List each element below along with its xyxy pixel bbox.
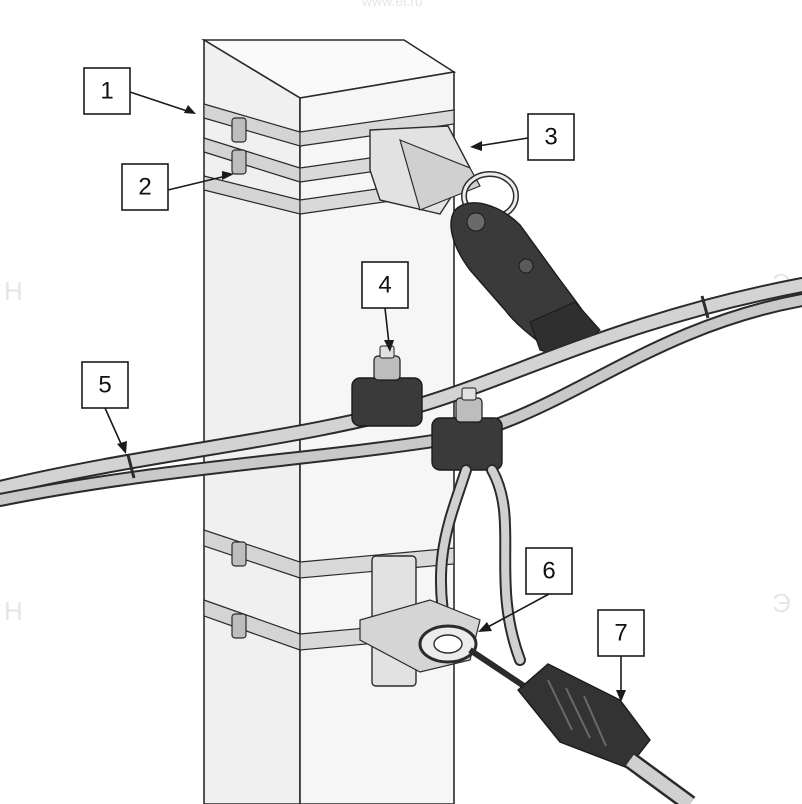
callout-4-arrowhead: [384, 340, 394, 352]
callout-5-box: [81, 361, 129, 409]
watermark-logo-right-lower: Э: [772, 588, 791, 618]
tension-strap: [468, 647, 532, 693]
callout-1: 1: [83, 67, 196, 115]
piercing-connector-upper: [351, 345, 423, 427]
connector-upper-nut: [379, 345, 395, 359]
band-buckle-upper: [231, 117, 247, 143]
band-buckle-middle: [231, 149, 247, 175]
tension-clamp: [517, 663, 696, 804]
tension-clamp-rib-2: [565, 687, 591, 739]
callout-6-label: 6: [542, 558, 555, 585]
callout-5-arrowhead: [117, 441, 127, 454]
band-buckle-lower1: [231, 541, 247, 567]
callout-2-box: [121, 163, 169, 211]
callout-6: 6: [478, 547, 573, 632]
callout-5-leader: [104, 407, 123, 447]
tension-clamp-body: [517, 663, 651, 769]
callout-2-leader: [167, 175, 227, 191]
connector-upper-body: [351, 377, 423, 427]
callout-3-label: 3: [544, 124, 557, 151]
callout-1-arrowhead: [184, 105, 196, 114]
callout-5: 5: [81, 361, 129, 454]
callout-6-arrowhead: [478, 622, 492, 632]
watermark-logo-left-upper: Н: [4, 276, 23, 306]
callout-4: 4: [361, 261, 409, 352]
tension-clamp-rib-1: [547, 679, 573, 731]
callout-5-label: 5: [98, 372, 111, 399]
upper-bracket-arm: [399, 138, 481, 211]
callout-4-leader: [384, 307, 390, 345]
band-buckle-lower2: [231, 613, 247, 639]
connector-lower-bolt: [455, 397, 483, 423]
connector-lower-body: [431, 417, 503, 471]
callout-4-label: 4: [378, 272, 391, 299]
cable-tie-left: [126, 454, 136, 479]
lower-bracket-assembly: [359, 555, 532, 693]
callout-1-label: 1: [100, 78, 113, 105]
callout-3-arrowhead: [470, 141, 482, 151]
callout-2: 2: [121, 163, 234, 211]
lower-bracket-eye-hole: [433, 634, 463, 654]
band-upper-side: [299, 109, 455, 147]
outgoing-cable-fill: [626, 754, 694, 804]
drop-cable-right-fill: [488, 466, 524, 664]
clamp-pivot-upper: [466, 212, 486, 232]
callout-3-leader: [477, 137, 529, 147]
suspension-bracket-assembly: [369, 125, 601, 361]
callout-7-label: 7: [614, 620, 627, 647]
callout-7-arrowhead: [616, 690, 626, 702]
clamp-pivot: [518, 258, 534, 274]
tension-clamp-rib-3: [583, 695, 607, 747]
watermark-logo-left-lower: Н: [4, 596, 23, 626]
callout-2-arrowhead: [222, 171, 234, 180]
callout-3-box: [527, 113, 575, 161]
connector-lower-nut: [461, 387, 477, 401]
callout-7: 7: [597, 609, 645, 702]
callout-3: 3: [470, 113, 575, 161]
watermark-site-top: www.el.ru: [361, 0, 423, 9]
callout-2-label: 2: [138, 174, 151, 201]
callout-1-leader: [129, 91, 191, 113]
callout-6-leader: [485, 593, 550, 629]
cable-tie-right: [700, 295, 710, 319]
connector-upper-bolt: [373, 355, 401, 381]
callout-6-box: [525, 547, 573, 595]
callout-1-box: [83, 67, 131, 115]
callout-7-box: [597, 609, 645, 657]
